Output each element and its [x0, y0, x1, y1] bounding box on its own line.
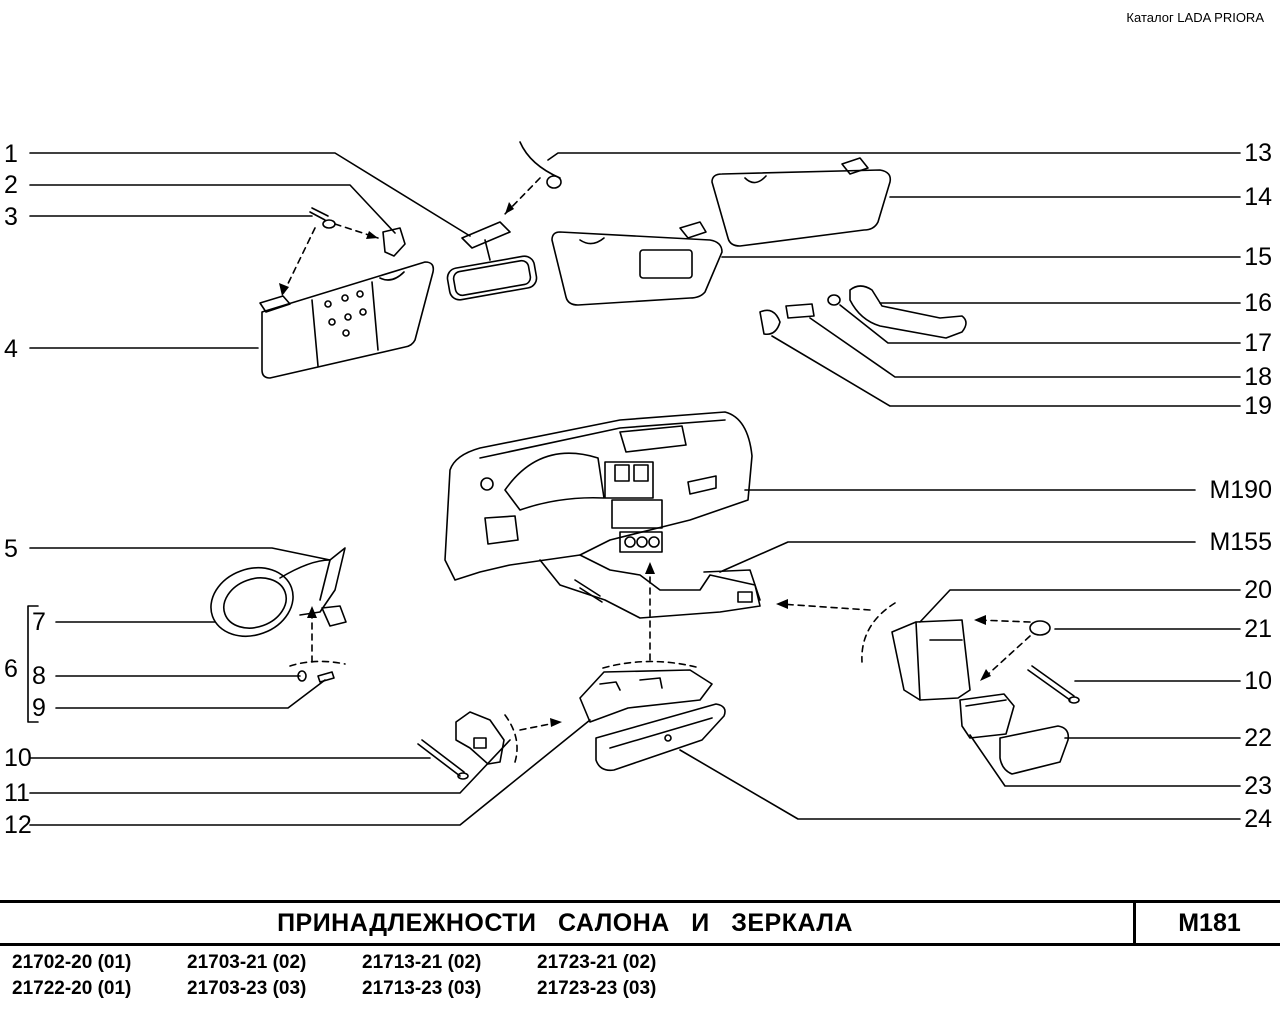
grab-handle — [759, 285, 967, 339]
label-16: 16 — [1244, 289, 1272, 317]
footer-top-rule — [0, 900, 1280, 903]
label-19: 19 — [1244, 392, 1272, 420]
model-item: 21723-21 (02) — [537, 952, 657, 973]
label-m155: М155 — [1209, 528, 1272, 556]
model-list: 21702-20 (01) 21703-21 (02) 21713-21 (02… — [12, 952, 712, 1000]
label-23: 23 — [1244, 772, 1272, 800]
page-title: ПРИНАДЛЕЖНОСТИ САЛОНА И ЗЕРКАЛА — [277, 908, 853, 937]
parts-diagram — [27, 141, 1241, 826]
ashtray — [999, 725, 1070, 775]
label-17: 17 — [1244, 329, 1272, 357]
label-10-right: 10 — [1244, 667, 1272, 695]
model-item: 21723-23 (03) — [537, 978, 657, 999]
model-item: 21702-20 (01) — [12, 952, 132, 973]
label-9: 9 — [32, 694, 46, 722]
label-7: 7 — [32, 608, 46, 636]
label-13: 13 — [1244, 139, 1272, 167]
label-1: 1 — [4, 140, 18, 168]
label-22: 22 — [1244, 724, 1272, 752]
page-code: М181 — [1133, 903, 1280, 943]
model-item: 21703-23 (03) — [187, 978, 307, 999]
footer-title-rule — [0, 943, 1280, 946]
label-20: 20 — [1244, 576, 1272, 604]
label-2: 2 — [4, 171, 18, 199]
label-11: 11 — [4, 779, 30, 807]
upper-sun-visor — [711, 157, 892, 247]
label-14: 14 — [1244, 183, 1272, 211]
model-item: 21722-20 (01) — [12, 978, 132, 999]
arrowheads — [279, 202, 991, 727]
label-m190: М190 — [1209, 476, 1272, 504]
model-item: 21713-23 (03) — [362, 978, 482, 999]
label-12: 12 — [4, 811, 32, 839]
leader-lines — [27, 152, 1241, 826]
exterior-mirror — [210, 547, 347, 683]
model-item: 21713-21 (02) — [362, 952, 482, 973]
label-4: 4 — [4, 335, 18, 363]
label-15: 15 — [1244, 243, 1272, 271]
label-3: 3 — [4, 203, 18, 231]
label-18: 18 — [1244, 363, 1272, 391]
label-21: 21 — [1244, 615, 1272, 643]
model-item: 21703-21 (02) — [187, 952, 307, 973]
assembly-arrows — [281, 177, 1031, 763]
left-clip — [417, 711, 505, 780]
glove-box — [579, 669, 726, 772]
cup-holder — [959, 693, 1015, 739]
label-8: 8 — [32, 662, 46, 690]
interior-mirror — [446, 141, 562, 301]
left-sun-visor — [259, 207, 435, 379]
catalog-title: Каталог LADA PRIORA — [1126, 10, 1264, 25]
dashboard — [444, 411, 761, 619]
label-10-left: 10 — [4, 744, 32, 772]
label-24: 24 — [1244, 805, 1272, 833]
right-sun-visor — [551, 221, 723, 306]
label-5: 5 — [4, 535, 18, 563]
console-bracket — [891, 619, 1080, 704]
label-6: 6 — [4, 655, 18, 683]
